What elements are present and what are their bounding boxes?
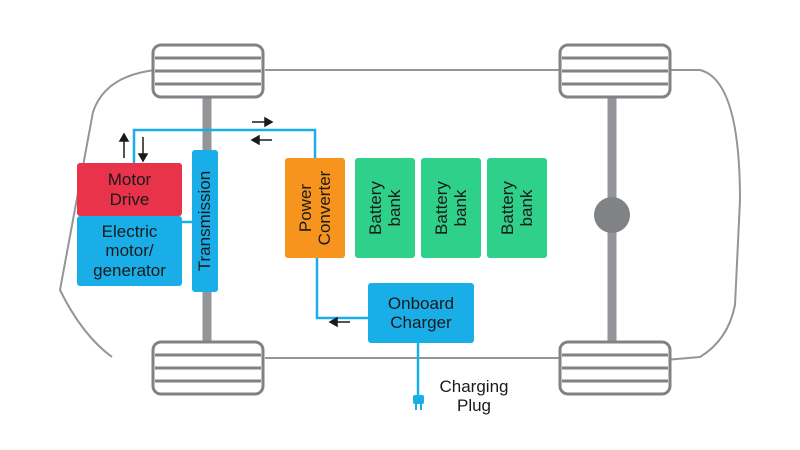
battery-bank-label-2: Battery bank [431, 181, 470, 235]
battery-bank-label-3: Battery bank [497, 181, 536, 235]
car-body-outline [58, 69, 742, 361]
motor-drive-block [77, 163, 182, 216]
transmission-label: Transmission [195, 170, 215, 272]
charging-plug-label: Charging Plug [439, 376, 509, 415]
plug-icon [413, 395, 424, 410]
battery-bank-block-1 [355, 158, 415, 258]
onboard-charger-block [368, 283, 474, 343]
power-converter-block [285, 158, 345, 258]
electric-motor-block [77, 216, 182, 286]
transmission-block [192, 150, 218, 292]
battery-bank-label-1: Battery bank [365, 181, 404, 235]
wheel-icon [558, 340, 672, 396]
wheel-icon [151, 43, 265, 99]
battery-bank-block-2 [421, 158, 481, 258]
motor-drive-label: Motor Drive [107, 170, 152, 209]
battery-bank-block-3 [487, 158, 547, 258]
onboard-charger-label: Onboard Charger [387, 293, 455, 332]
power-converter-label: Power Converter [295, 170, 334, 246]
wheel-icon [558, 43, 672, 99]
wheel-icon [151, 340, 265, 396]
electric-motor-label: Electric motor/ generator [93, 222, 166, 280]
wiring [132, 128, 420, 395]
differential-icon [594, 197, 630, 233]
flow-arrows [118, 116, 350, 328]
